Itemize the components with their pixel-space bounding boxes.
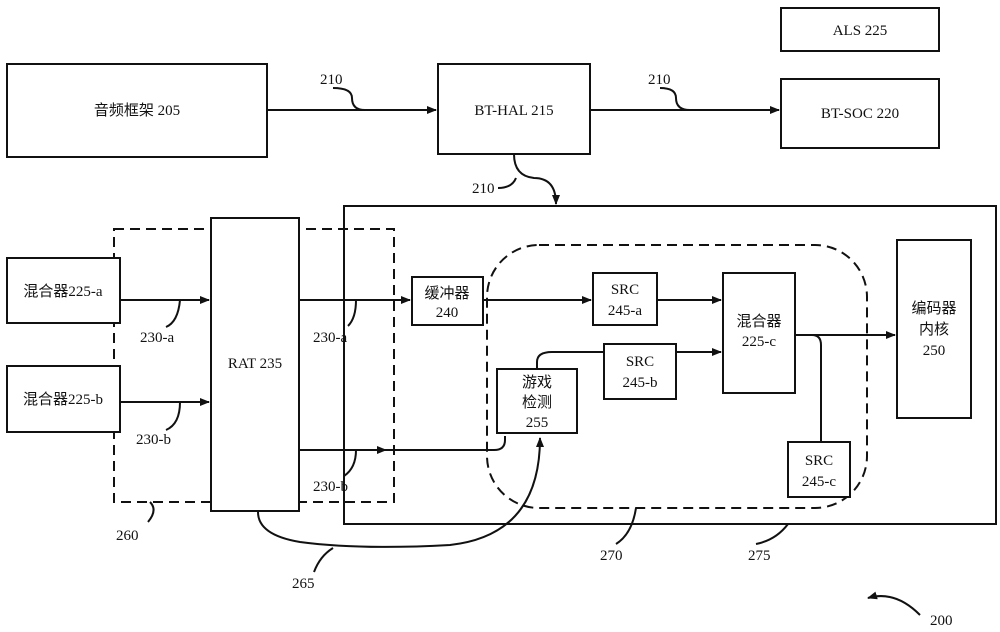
mixer-b-label: 混合器225-b bbox=[23, 391, 103, 408]
game-label-2: 检测 bbox=[522, 394, 552, 411]
leader-275 bbox=[756, 524, 788, 544]
ref-230a-right: 230-a bbox=[313, 330, 347, 346]
codec-label-1: 编码器 bbox=[911, 300, 956, 317]
arrow-bthal-to-outer bbox=[514, 154, 556, 204]
leader-210-a bbox=[333, 88, 365, 110]
leader-210-b bbox=[660, 88, 690, 110]
src-c-label-1: SRC bbox=[805, 453, 833, 469]
ref-260: 260 bbox=[116, 528, 139, 544]
codec-label-3: 250 bbox=[923, 343, 946, 359]
game-label-3: 255 bbox=[526, 415, 549, 431]
buffer-label-1: 缓冲器 bbox=[424, 285, 469, 302]
leader-230b-left bbox=[166, 402, 180, 430]
ref-275: 275 bbox=[748, 548, 771, 564]
codec-label-2: 内核 bbox=[919, 321, 949, 338]
mixer-c-label-2: 225-c bbox=[742, 334, 776, 350]
src-c-label-2: 245-c bbox=[802, 474, 836, 490]
leader-260 bbox=[148, 502, 154, 522]
leader-230a-left bbox=[166, 300, 180, 327]
src-a-label-1: SRC bbox=[611, 282, 639, 298]
ref-210-b: 210 bbox=[648, 72, 671, 88]
mixer-a-label: 混合器225-a bbox=[23, 283, 102, 300]
ref-230b-left: 230-b bbox=[136, 432, 171, 448]
rat-label: RAT 235 bbox=[228, 356, 282, 372]
ref-230b-right: 230-b bbox=[313, 479, 348, 495]
bt-hal-label: BT-HAL 215 bbox=[474, 103, 553, 119]
src-b-label-2: 245-b bbox=[623, 375, 658, 391]
ref-210-c: 210 bbox=[472, 181, 495, 197]
ref-230a-left: 230-a bbox=[140, 330, 174, 346]
bt-soc-label: BT-SOC 220 bbox=[821, 106, 899, 122]
ref-200: 200 bbox=[930, 613, 953, 629]
leader-200 bbox=[868, 596, 920, 615]
audio-framework-label: 音频框架 205 bbox=[94, 102, 180, 119]
als-label: ALS 225 bbox=[833, 23, 888, 39]
buffer-label-2: 240 bbox=[436, 305, 459, 321]
leader-265 bbox=[314, 548, 333, 572]
ref-210-a: 210 bbox=[320, 72, 343, 88]
ref-270: 270 bbox=[600, 548, 623, 564]
game-label-1: 游戏 bbox=[522, 374, 552, 391]
src-b-label-1: SRC bbox=[626, 354, 654, 370]
src-a-label-2: 245-a bbox=[608, 303, 642, 319]
mixer-c-label-1: 混合器 bbox=[736, 313, 781, 330]
mixer-c-box bbox=[723, 273, 795, 393]
ref-265: 265 bbox=[292, 576, 315, 592]
leader-210-c bbox=[498, 178, 516, 188]
